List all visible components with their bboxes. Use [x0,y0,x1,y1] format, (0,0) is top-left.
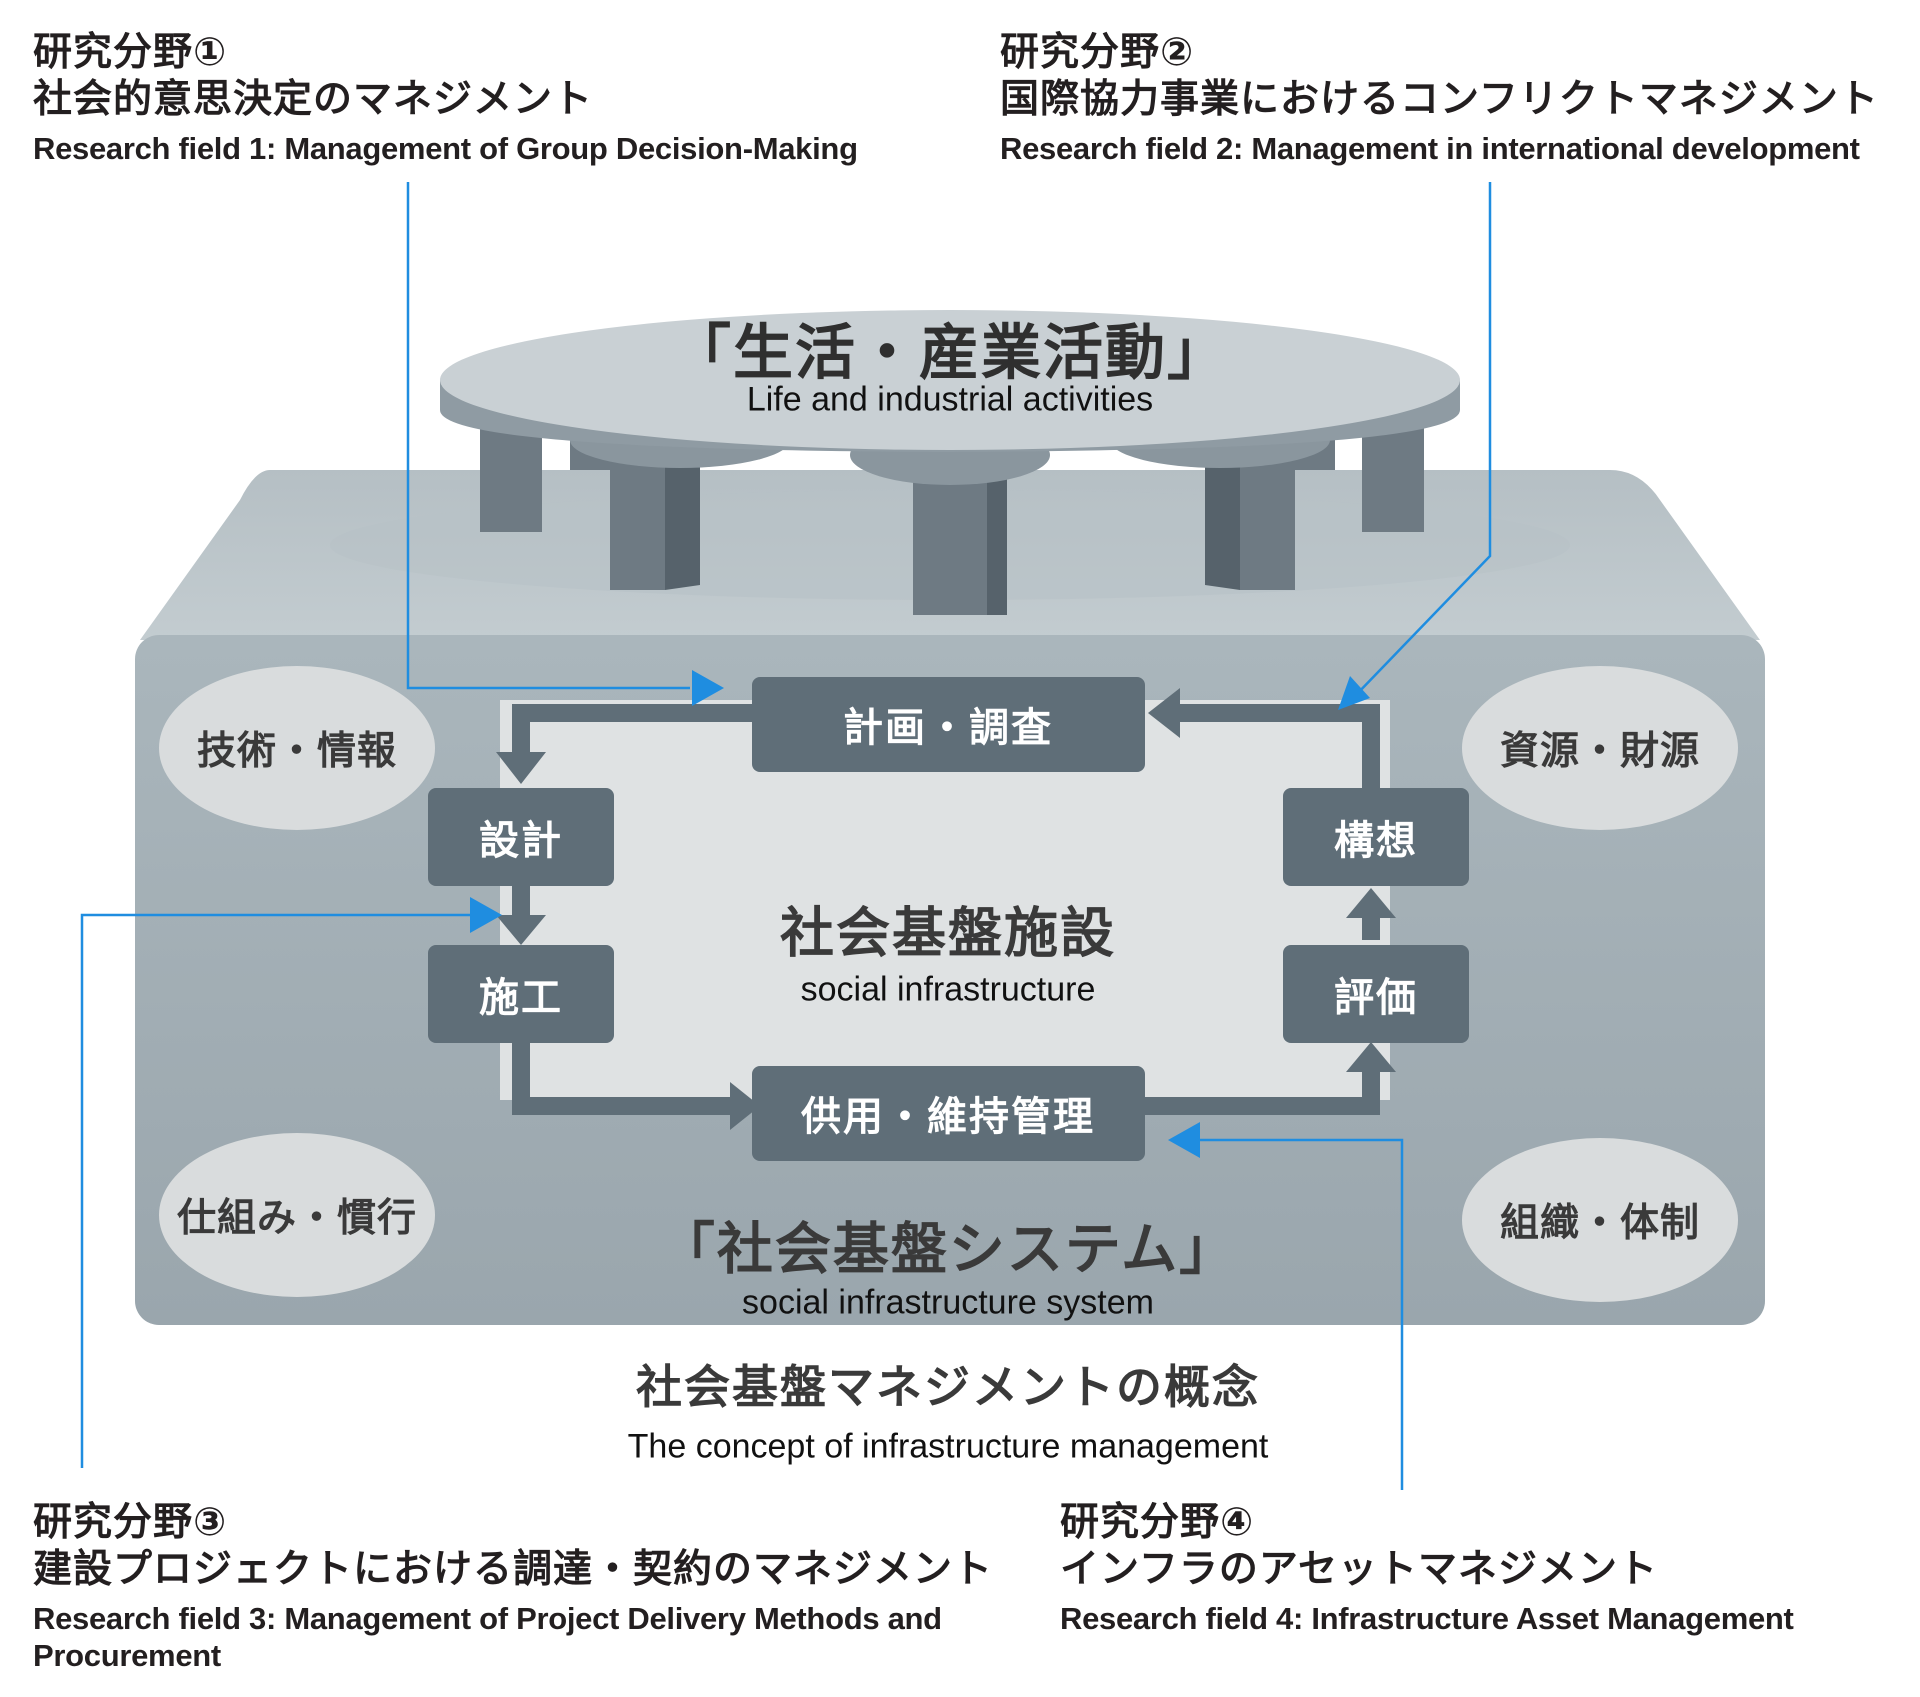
connector-rf3 [80,913,470,1468]
node-operation-box [752,1066,1145,1161]
node-construction-box [428,945,614,1043]
node-design-box [428,788,614,886]
rf4-title-jp: インフラのアセットマネジメント [1060,1546,1659,1592]
rf3-title-jp: 建設プロジェクトにおける調達・契約のマネジメント [33,1546,994,1592]
center-title-en: social infrastructure [800,970,1096,1009]
center-title-jp: 社会基盤施設 [780,901,1116,965]
node-evaluation-box [1283,945,1469,1043]
system-title-en: social infrastructure system [742,1283,1154,1322]
rf4-label: 研究分野④ [1060,1500,1255,1545]
oval-resources [1462,666,1738,830]
oval-systems [159,1133,435,1297]
rf2-label: 研究分野② [1000,30,1195,75]
caption-title-en: The concept of infrastructure management [627,1427,1269,1466]
caption-title-jp: 社会基盤マネジメントの概念 [636,1360,1260,1414]
node-planning-box [752,677,1145,772]
research-field-1: 研究分野① 社会的意思決定のマネジメント Research field 1: M… [33,30,858,167]
platform-disc [330,310,1570,615]
node-evaluation: 評価 [1334,975,1418,1021]
research-field-4: 研究分野④ インフラのアセットマネジメント Research field 4: … [1060,1500,1794,1637]
platform-title-en: Life and industrial activities [746,380,1154,419]
rf2-title-en: Research field 2: Management in internat… [1000,130,1860,166]
context-ovals [159,666,1738,1302]
research-field-2: 研究分野② 国際協力事業におけるコンフリクトマネジメント Research fi… [1000,30,1879,167]
research-connectors [80,182,1492,1490]
oval-tech [159,666,435,830]
platform-title-jp: 「生活・産業活動」 [671,318,1229,389]
node-construction: 施工 [479,975,563,1021]
system-title-jp: 「社会基盤システム」 [658,1217,1238,1283]
rf1-title-jp: 社会的意思決定のマネジメント [33,76,594,122]
oval-organization-label: 組織・体制 [1499,1201,1701,1246]
cycle-arrows [496,688,1396,1130]
cycle-nodes [428,677,1469,1161]
rf3-label: 研究分野③ [33,1500,228,1545]
node-concept-box [1283,788,1469,886]
rf4-title-en: Research field 4: Infrastructure Asset M… [1060,1600,1794,1636]
rf3-title-en: Research field 3: Management of Project … [33,1600,942,1673]
connector-rf2 [1354,182,1492,697]
research-field-3: 研究分野③ 建設プロジェクトにおける調達・契約のマネジメント Research … [33,1500,993,1674]
node-design: 設計 [479,818,563,864]
connector-rf4 [1200,1138,1404,1490]
rf2-title-jp: 国際協力事業におけるコンフリクトマネジメント [1000,76,1879,122]
node-planning: 計画・調査 [843,705,1053,751]
connector-rf1 [406,182,690,690]
rf1-title-en: Research field 1: Management of Group De… [33,130,858,166]
node-operation: 供用・維持管理 [801,1094,1095,1140]
node-concept: 構想 [1334,818,1418,864]
rf1-label: 研究分野① [33,30,228,75]
oval-organization [1462,1138,1738,1302]
oval-tech-label: 技術・情報 [196,729,398,774]
oval-resources-label: 資源・財源 [1499,729,1701,774]
oval-systems-label: 仕組み・慣行 [176,1196,418,1241]
